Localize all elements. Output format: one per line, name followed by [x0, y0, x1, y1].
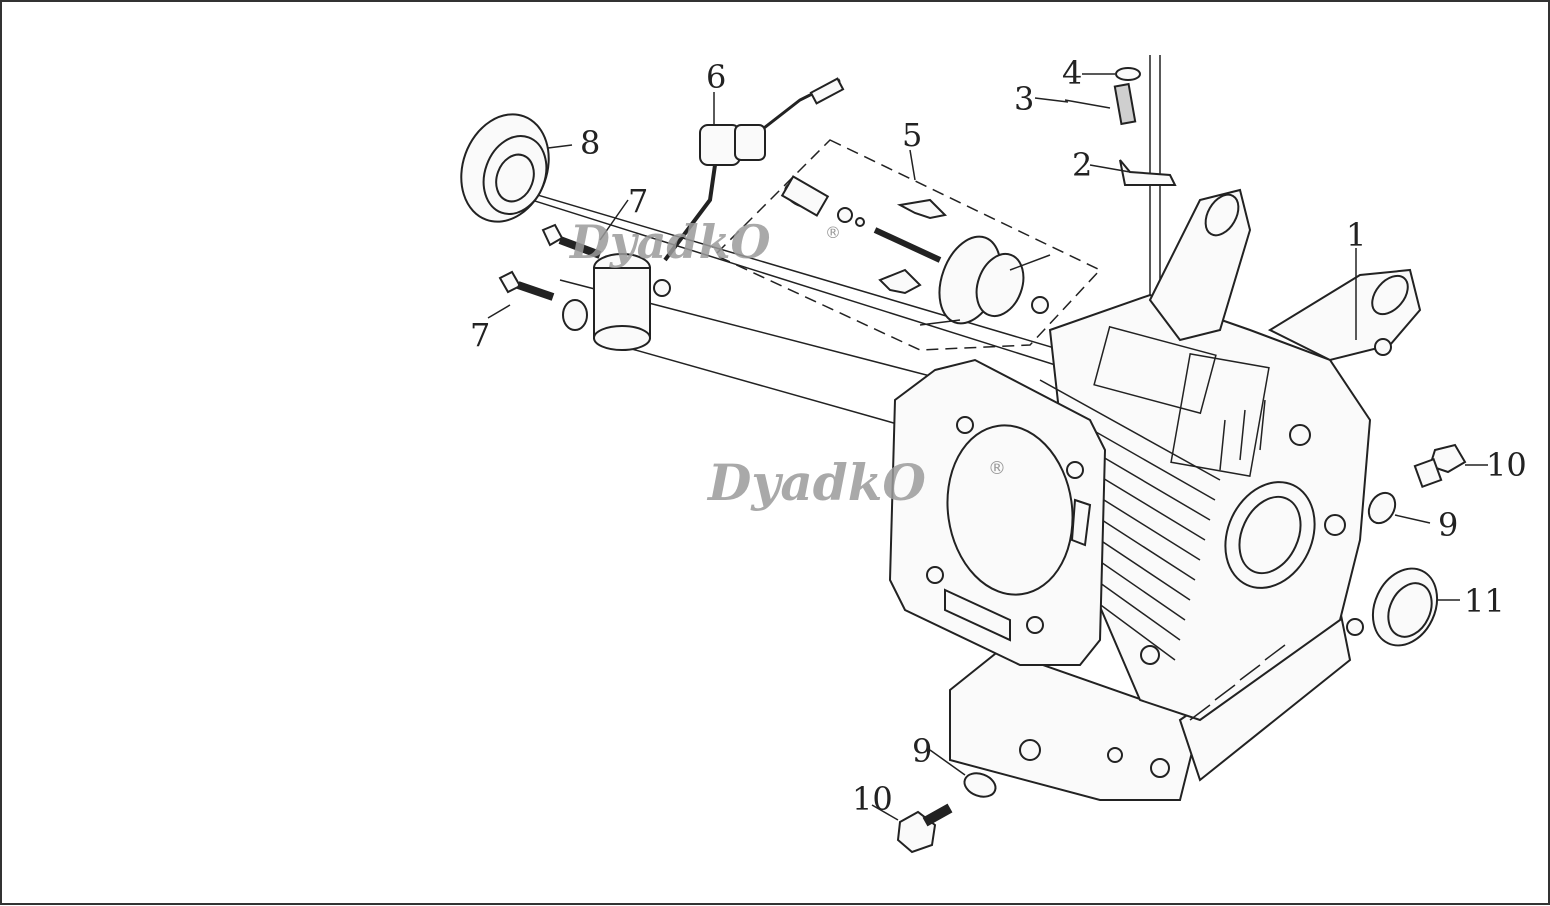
callout-9-bottom: 9: [912, 732, 932, 770]
registered-mark-center: ®: [988, 458, 1006, 479]
governor-group-outline: [713, 139, 1102, 351]
callout-2: 2: [1072, 146, 1092, 184]
governor-assembly: [780, 175, 1051, 326]
callout-3: 3: [1014, 80, 1034, 118]
oil-sensor: [663, 77, 845, 262]
sensor-housing: [562, 253, 671, 351]
crankcase-body: [949, 188, 1422, 801]
leader-lines: [487, 73, 1488, 821]
watermark-text-top: DyadkO: [568, 215, 771, 269]
main-bearing: [460, 113, 550, 223]
oil-seal: [1371, 567, 1439, 647]
cylinder-block: [888, 358, 1221, 666]
callout-6: 6: [706, 58, 726, 96]
callout-5: 5: [902, 116, 922, 154]
callout-8: 8: [580, 124, 600, 162]
drain-hardware-right: [1367, 443, 1467, 525]
callout-11: 11: [1464, 582, 1505, 620]
callout-9-right: 9: [1438, 506, 1458, 544]
callout-7-upper: 7: [628, 182, 648, 220]
drain-hardware-bottom: [896, 772, 997, 854]
governor-shaft-parts: [1064, 67, 1177, 186]
callout-4: 4: [1062, 54, 1082, 92]
flange-bolts: [498, 223, 602, 301]
registered-mark-top: ®: [825, 223, 841, 242]
callout-labels: 1 2 3 4 5 6 7 7 8 9 9 10 10 11: [470, 54, 1527, 818]
callout-1: 1: [1346, 216, 1366, 254]
callout-10-right: 10: [1486, 446, 1527, 484]
watermark-text-center: DyadkO: [706, 453, 926, 512]
watermark-top: DyadkO ®: [568, 215, 841, 269]
callout-10-bottom: 10: [852, 780, 893, 818]
watermark-center: DyadkO ®: [706, 453, 1006, 512]
callout-7-lower: 7: [470, 316, 490, 354]
